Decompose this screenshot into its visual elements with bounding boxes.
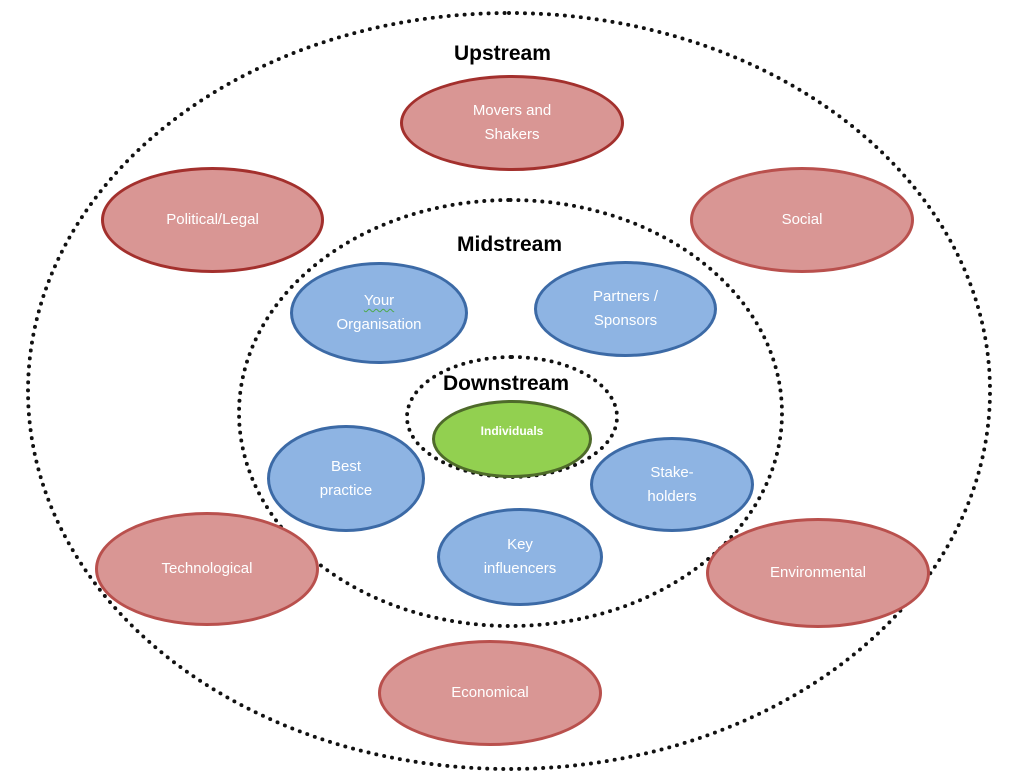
node-key-influencers-label: Key influencers [483,536,557,577]
node-best-practice-label: Best practice [319,457,373,499]
node-social: Social [690,167,914,273]
node-environmental-label: Environmental [770,564,866,581]
node-social-label: Social [781,211,823,228]
node-partners-sponsors: Partners / Sponsors [534,261,717,357]
midstream-ring [237,198,784,628]
node-technological: Technological [95,512,319,626]
node-your-word: Your [363,292,395,309]
downstream-title: Downstream [443,372,570,395]
midstream-title: Midstream [457,233,563,256]
upstream-title: Upstream [454,42,551,65]
node-economical-label: Economical [451,684,529,701]
node-political-legal: Political/Legal [101,167,324,273]
node-organisation-word: Organisation [336,316,422,333]
node-movers-and-shakers-label: Movers and Shakers [472,102,552,143]
node-stakeholders: Stake- holders [590,437,754,532]
node-partners-sponsors-label: Partners / Sponsors [592,288,659,329]
node-environmental: Environmental [706,518,930,628]
node-stakeholders-label: Stake- holders [647,463,697,505]
node-political-legal-label: Political/Legal [166,211,259,228]
node-best-practice: Best practice [267,425,425,532]
node-movers-and-shakers: Movers and Shakers [400,75,624,171]
node-individuals-label: Individuals [480,424,544,438]
node-key-influencers: Key influencers [437,508,603,606]
node-technological-label: Technological [161,560,253,577]
upstream-ring [26,11,992,771]
node-economical: Economical [378,640,602,746]
node-individuals: Individuals [432,400,592,478]
